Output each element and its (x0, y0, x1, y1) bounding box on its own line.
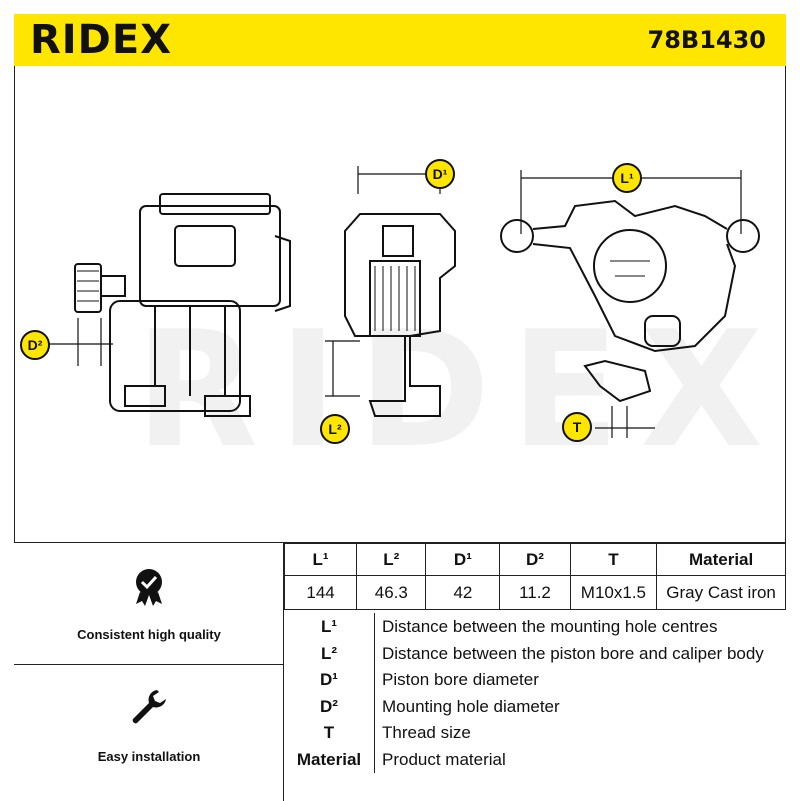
legend-key: D² (320, 696, 338, 716)
spec-header: L² (356, 543, 427, 576)
caliper-front-view (74, 193, 291, 417)
feature-installation: Easy installation (14, 665, 284, 801)
header-bar: RIDEX 78B1430 (14, 14, 786, 66)
legend-text: Distance between the piston bore and cal… (382, 643, 764, 663)
spec-header: Material (656, 543, 786, 576)
label-l1: L¹ (612, 163, 642, 193)
legend-row: T Thread size (284, 719, 786, 746)
label-t: T (562, 412, 592, 442)
caliper-drawings (35, 166, 760, 438)
caliper-side-view (500, 199, 760, 403)
drawing-area: RIDEX (14, 66, 786, 542)
legend-key: L¹ (320, 617, 338, 636)
spec-header: T (569, 543, 658, 576)
legend-key: Material (296, 749, 362, 769)
part-number: 78B1430 (647, 26, 767, 54)
legend-row: L¹ Distance between the mounting hole cen… (284, 613, 786, 640)
spec-value: 11.2 (499, 575, 571, 610)
spec-value: Gray Cast iron (656, 575, 786, 610)
spec-value: 144 (283, 575, 358, 610)
spec-header: L¹ (283, 543, 358, 576)
spec-value: M10x1.5 (569, 575, 658, 610)
spec-value: 42 (425, 575, 501, 610)
spec-value: 46.3 (356, 575, 427, 610)
spec-legend: L¹ Distance between the mounting hole cen… (284, 613, 786, 773)
legend-text: Mounting hole diameter (382, 696, 560, 716)
label-d2: D² (20, 330, 50, 360)
spec-table: L¹ L² D¹ D² T Material 144 46.3 42 11.2 … (283, 543, 786, 610)
feature-quality-text: Consistent high quality (77, 627, 221, 642)
legend-key: T (323, 723, 335, 743)
spec-value-row: 144 46.3 42 11.2 M10x1.5 Gray Cast iron (283, 575, 786, 610)
caliper-section-view (344, 213, 456, 417)
legend-row: L² Distance between the piston bore and c… (284, 639, 786, 667)
legend-row: Material Product material (284, 745, 786, 773)
legend-text: Product material (382, 749, 506, 769)
legend-text: Piston bore diameter (382, 670, 539, 690)
label-l2: L² (320, 414, 350, 444)
brand-logo: RIDEX (30, 17, 173, 63)
wrench-icon (132, 690, 166, 724)
legend-row: D¹ Piston bore diameter (284, 666, 786, 693)
legend-text: Thread size (382, 723, 471, 743)
legend-text: Distance between the mounting hole centr… (382, 617, 718, 636)
legend-row: D² Mounting hole diameter (284, 692, 786, 720)
spec-section: Consistent high quality Easy installatio… (14, 542, 786, 801)
legend-key: L² (320, 643, 338, 663)
spec-header-row: L¹ L² D¹ D² T Material (283, 543, 786, 576)
spec-header: D¹ (425, 543, 501, 576)
feature-quality: Consistent high quality (14, 543, 284, 665)
badge-check-icon (136, 569, 162, 606)
label-d1: D¹ (425, 159, 455, 189)
legend-key: D¹ (320, 670, 338, 690)
spec-header: D² (499, 543, 571, 576)
feature-installation-text: Easy installation (97, 749, 201, 764)
